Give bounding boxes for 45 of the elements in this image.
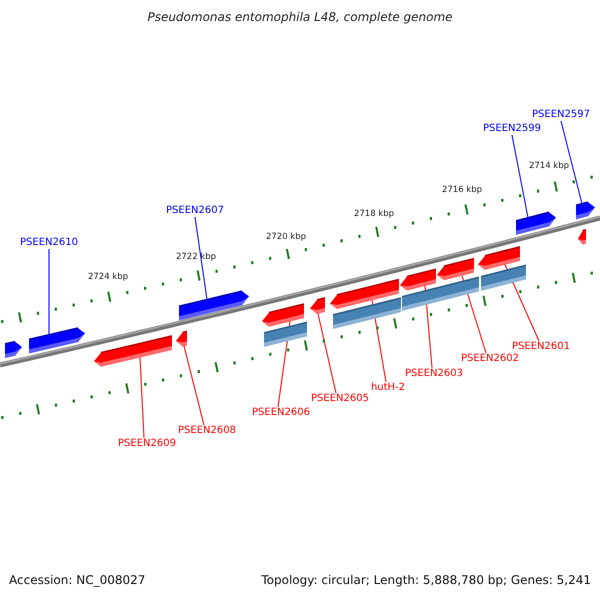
gene-label: PSEEN2605 [311, 393, 369, 405]
scale-label: 2716 kbp [442, 184, 482, 196]
scale-label: 2724 kbp [88, 272, 128, 282]
scale-label: 2714 kbp [528, 160, 570, 172]
cds-feature [402, 276, 480, 311]
gene-feature [176, 330, 188, 346]
leader-line [512, 134, 528, 218]
leader-line [194, 216, 208, 300]
accession-info: Accession: NC_008027 [9, 573, 146, 588]
leader-line [140, 357, 144, 438]
title: Pseudomonas entomophila L48, complete genome [146, 10, 454, 24]
gene-feature [478, 246, 520, 270]
scale-label: 2722 kbp [176, 252, 216, 262]
gene-label: PSEEN2603 [405, 368, 463, 380]
gene-label: PSEEN2609 [118, 438, 176, 450]
scale-label: 2718 kbp [354, 208, 394, 220]
gene-feature [576, 201, 595, 220]
gene-feature [437, 258, 474, 280]
gene-feature [262, 303, 304, 327]
cds-feature [332, 297, 402, 329]
scale-label: 2720 kbp [266, 232, 306, 242]
gene-feature [4, 340, 22, 358]
gene-feature [94, 335, 172, 367]
leader-line [318, 313, 336, 394]
gene-feature [516, 212, 556, 235]
gene-label: PSEEN2599 [483, 123, 541, 135]
genome-stats: Topology: circular; Length: 5,888,780 bp; Genes: 5,241 [261, 573, 591, 588]
gene-feature [310, 297, 326, 314]
gene-label: PSEEN2607 [166, 205, 224, 217]
leader-line [184, 346, 204, 426]
gene-label: PSEEN2597 [532, 109, 590, 121]
gene-label: PSEEN2610 [20, 237, 78, 249]
gene-label: PSEEN2601 [512, 341, 570, 353]
leader-line [48, 248, 50, 336]
cds-feature [264, 322, 308, 347]
gene-label: hutH-2 [370, 382, 406, 394]
gene-label: PSEEN2602 [461, 353, 519, 365]
gene-feature [178, 290, 249, 320]
leader-line [560, 120, 582, 204]
gene-label: PSEEN2606 [252, 407, 310, 419]
cds-feature [480, 264, 526, 291]
gene-feature [28, 327, 85, 354]
gene-label: PSEEN2608 [178, 425, 236, 437]
gene-feature [400, 268, 436, 290]
gene-feature [578, 228, 586, 244]
